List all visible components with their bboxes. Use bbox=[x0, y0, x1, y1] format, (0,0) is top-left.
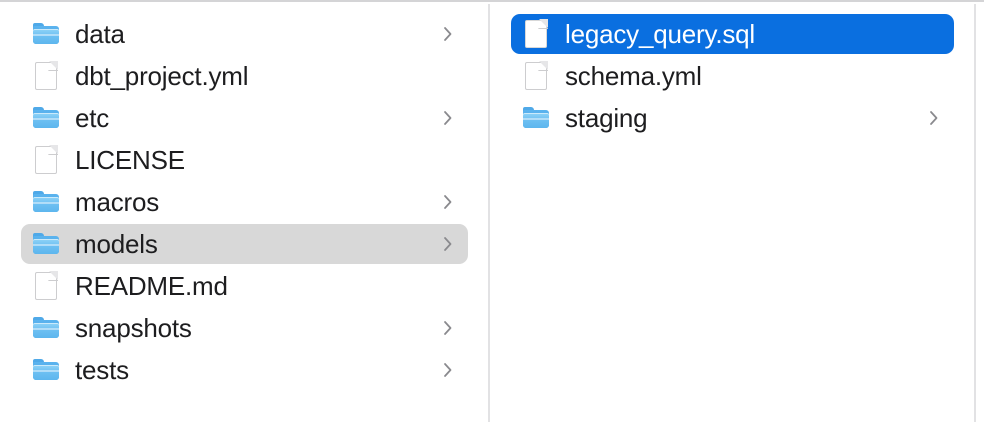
chevron-right-icon[interactable] bbox=[442, 25, 454, 43]
file-row[interactable]: README.md bbox=[21, 266, 468, 306]
document-icon bbox=[31, 143, 61, 177]
file-row[interactable]: models bbox=[21, 224, 468, 264]
file-row-label: models bbox=[75, 229, 158, 259]
folder-icon bbox=[31, 185, 61, 219]
file-row-label: staging bbox=[565, 103, 648, 133]
file-column-models[interactable]: legacy_query.sql schema.yml staging bbox=[490, 4, 976, 422]
file-row[interactable]: dbt_project.yml bbox=[21, 56, 468, 96]
file-row[interactable]: etc bbox=[21, 98, 468, 138]
chevron-right-icon[interactable] bbox=[442, 235, 454, 253]
file-row-label: tests bbox=[75, 355, 129, 385]
file-row[interactable]: snapshots bbox=[21, 308, 468, 348]
file-row-label: snapshots bbox=[75, 313, 192, 343]
chevron-right-icon[interactable] bbox=[442, 109, 454, 127]
document-icon bbox=[31, 59, 61, 93]
folder-icon bbox=[31, 101, 61, 135]
file-row-label: dbt_project.yml bbox=[75, 61, 249, 91]
chevron-right-icon[interactable] bbox=[928, 109, 940, 127]
folder-icon bbox=[31, 353, 61, 387]
folder-icon bbox=[521, 101, 551, 135]
file-row[interactable]: LICENSE bbox=[21, 140, 468, 180]
file-row-label: legacy_query.sql bbox=[565, 19, 755, 49]
folder-icon bbox=[31, 311, 61, 345]
file-row-label: schema.yml bbox=[565, 61, 702, 91]
file-row-label: macros bbox=[75, 187, 160, 217]
document-icon bbox=[521, 59, 551, 93]
file-row-label: etc bbox=[75, 103, 110, 133]
folder-icon bbox=[31, 17, 61, 51]
file-row[interactable]: legacy_query.sql bbox=[511, 14, 954, 54]
chevron-right-icon[interactable] bbox=[442, 193, 454, 211]
file-row-label: data bbox=[75, 19, 125, 49]
file-row[interactable]: macros bbox=[21, 182, 468, 222]
folder-icon bbox=[31, 227, 61, 261]
chevron-right-icon[interactable] bbox=[442, 319, 454, 337]
file-row-label: LICENSE bbox=[75, 145, 185, 175]
file-row[interactable]: data bbox=[21, 14, 468, 54]
document-icon bbox=[521, 17, 551, 51]
file-row-label: README.md bbox=[75, 271, 228, 301]
file-row[interactable]: schema.yml bbox=[511, 56, 954, 96]
file-row[interactable]: tests bbox=[21, 350, 468, 390]
document-icon bbox=[31, 269, 61, 303]
chevron-right-icon[interactable] bbox=[442, 361, 454, 379]
file-row[interactable]: staging bbox=[511, 98, 954, 138]
